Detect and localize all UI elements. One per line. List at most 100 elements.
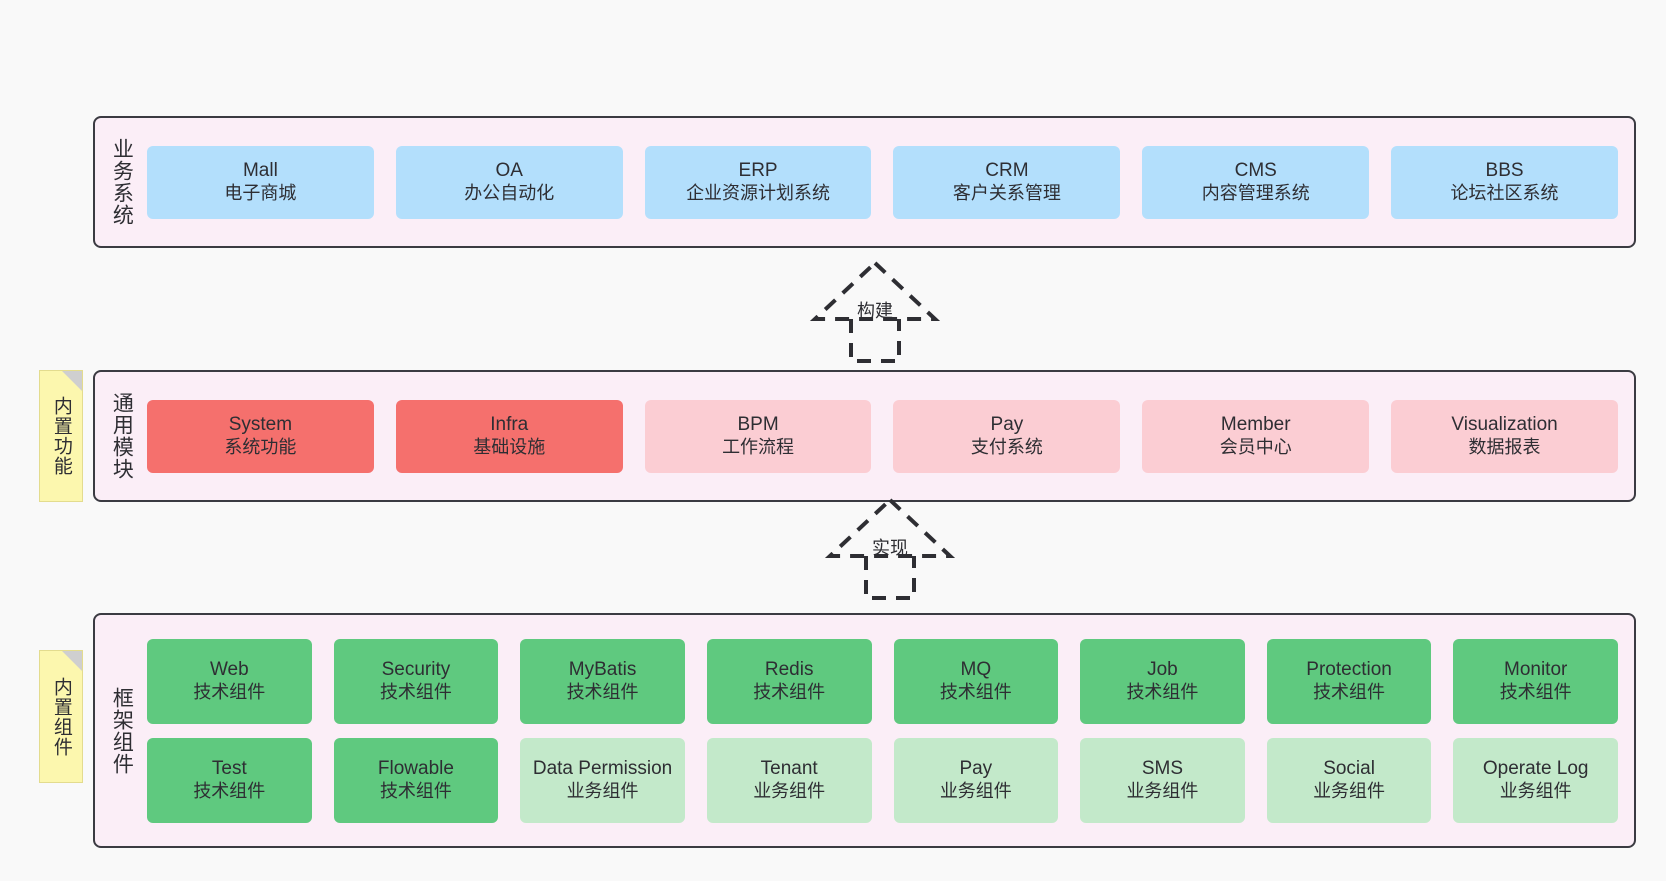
card-title: MQ [960, 658, 992, 680]
card-subtitle: 会员中心 [1219, 436, 1292, 457]
card-title: Web [209, 658, 249, 680]
note-builtin-function-label: 内置功能 [50, 396, 72, 476]
card-security[interactable]: Security 技术组件 [333, 638, 499, 724]
card-infra[interactable]: Infra 基础设施 [395, 399, 623, 473]
card-data-permission[interactable]: Data Permission 业务组件 [520, 737, 685, 823]
note-builtin-component: 内置组件 [39, 650, 83, 783]
card-cms[interactable]: CMS 内容管理系统 [1142, 145, 1370, 219]
layer-framework-components-body: Web 技术组件 Security 技术组件 MyBatis 技术组件 Redi… [141, 615, 1634, 846]
card-subtitle: 电子商城 [224, 182, 297, 203]
card-system[interactable]: System 系统功能 [147, 399, 374, 473]
layer-framework-components: 框架组件 Web 技术组件 Security 技术组件 MyBatis 技术组件… [93, 613, 1636, 848]
card-social[interactable]: Social 业务组件 [1266, 737, 1432, 823]
card-row: Test 技术组件 Flowable 技术组件 Data Permission … [147, 737, 1618, 823]
card-title: Tenant [760, 757, 818, 779]
card-subtitle: 技术组件 [379, 780, 452, 801]
card-subtitle: 技术组件 [753, 681, 826, 702]
card-job[interactable]: Job 技术组件 [1080, 638, 1245, 724]
card-subtitle: 技术组件 [193, 780, 266, 801]
card-subtitle: 业务组件 [566, 780, 639, 801]
card-title: Member [1220, 413, 1291, 435]
note-builtin-function: 内置功能 [39, 370, 83, 502]
card-subtitle: 技术组件 [939, 681, 1012, 702]
card-mybatis[interactable]: MyBatis 技术组件 [520, 638, 685, 724]
card-member[interactable]: Member 会员中心 [1142, 399, 1370, 473]
card-subtitle: 数据报表 [1468, 436, 1541, 457]
card-title: SMS [1141, 757, 1184, 779]
layer-common-modules-label: 通用模块 [110, 392, 134, 480]
card-title: Pay [959, 757, 993, 779]
card-mq[interactable]: MQ 技术组件 [893, 638, 1059, 724]
card-test[interactable]: Test 技术组件 [147, 737, 312, 823]
card-visualization[interactable]: Visualization 数据报表 [1391, 399, 1618, 473]
card-title: OA [495, 159, 523, 181]
card-title: Data Permission [532, 757, 673, 779]
connector-implement: 实现 [790, 494, 990, 604]
card-subtitle: 技术组件 [379, 681, 452, 702]
card-subtitle: 内容管理系统 [1201, 182, 1310, 203]
connector-build-arrow [809, 260, 941, 363]
card-operate-log[interactable]: Operate Log 业务组件 [1453, 737, 1618, 823]
card-subtitle: 客户关系管理 [952, 182, 1061, 203]
card-subtitle: 企业资源计划系统 [686, 182, 831, 203]
card-pay[interactable]: Pay 支付系统 [893, 399, 1121, 473]
card-title: Operate Log [1482, 757, 1589, 779]
card-subtitle: 系统功能 [224, 436, 297, 457]
card-title: CRM [985, 159, 1029, 181]
card-title: Protection [1306, 658, 1392, 680]
card-subtitle: 技术组件 [193, 681, 266, 702]
connector-build: 构建 [775, 257, 975, 367]
card-protection[interactable]: Protection 技术组件 [1266, 638, 1432, 724]
card-bbs[interactable]: BBS 论坛社区系统 [1391, 145, 1618, 219]
card-title: MyBatis [568, 658, 637, 680]
card-title: Flowable [377, 757, 454, 779]
card-crm[interactable]: CRM 客户关系管理 [893, 145, 1121, 219]
card-subtitle: 业务组件 [1499, 780, 1572, 801]
card-title: Redis [764, 658, 814, 680]
card-title: Infra [490, 413, 529, 435]
card-title: Test [211, 757, 247, 779]
layer-framework-components-label: 框架组件 [110, 686, 134, 775]
card-title: Social [1323, 757, 1375, 779]
card-sms[interactable]: SMS 业务组件 [1080, 737, 1245, 823]
connector-implement-arrow [824, 497, 956, 600]
card-mall[interactable]: Mall 电子商城 [147, 145, 374, 219]
card-tenant[interactable]: Tenant 业务组件 [706, 737, 872, 823]
layer-business-systems-body: Mall 电子商城 OA 办公自动化 ERP 企业资源计划系统 CRM 客户关系… [141, 118, 1634, 246]
card-subtitle: 论坛社区系统 [1450, 182, 1559, 203]
card-subtitle: 基础设施 [473, 436, 546, 457]
card-monitor[interactable]: Monitor 技术组件 [1453, 638, 1618, 724]
card-subtitle: 办公自动化 [464, 182, 555, 203]
card-title: ERP [738, 159, 778, 181]
card-subtitle: 业务组件 [939, 780, 1012, 801]
card-row: Web 技术组件 Security 技术组件 MyBatis 技术组件 Redi… [147, 638, 1618, 724]
card-title: Monitor [1504, 658, 1568, 680]
card-flowable[interactable]: Flowable 技术组件 [333, 737, 499, 823]
card-erp[interactable]: ERP 企业资源计划系统 [644, 145, 872, 219]
card-subtitle: 业务组件 [753, 780, 826, 801]
card-title: CMS [1234, 159, 1277, 181]
card-redis[interactable]: Redis 技术组件 [706, 638, 872, 724]
connector-build-label: 构建 [857, 301, 893, 321]
card-pay-business[interactable]: Pay 业务组件 [893, 737, 1059, 823]
card-title: Mall [242, 159, 278, 181]
card-subtitle: 业务组件 [1313, 780, 1386, 801]
layer-common-modules: 通用模块 System 系统功能 Infra 基础设施 BPM 工作流程 Pay… [93, 370, 1636, 502]
card-subtitle: 技术组件 [1499, 681, 1572, 702]
card-subtitle: 工作流程 [722, 436, 795, 457]
note-builtin-component-label: 内置组件 [50, 676, 72, 757]
card-bpm[interactable]: BPM 工作流程 [644, 399, 872, 473]
card-subtitle: 技术组件 [1313, 681, 1386, 702]
card-title: Pay [990, 413, 1024, 435]
card-web[interactable]: Web 技术组件 [147, 638, 312, 724]
card-subtitle: 支付系统 [970, 436, 1043, 457]
card-row: System 系统功能 Infra 基础设施 BPM 工作流程 Pay 支付系统… [147, 399, 1618, 473]
connector-implement-label: 实现 [872, 538, 908, 558]
card-title: Job [1147, 658, 1178, 680]
card-oa[interactable]: OA 办公自动化 [395, 145, 623, 219]
card-title: Security [381, 658, 451, 680]
card-row: Mall 电子商城 OA 办公自动化 ERP 企业资源计划系统 CRM 客户关系… [147, 145, 1618, 219]
layer-common-modules-body: System 系统功能 Infra 基础设施 BPM 工作流程 Pay 支付系统… [141, 372, 1634, 500]
card-subtitle: 技术组件 [1126, 681, 1199, 702]
